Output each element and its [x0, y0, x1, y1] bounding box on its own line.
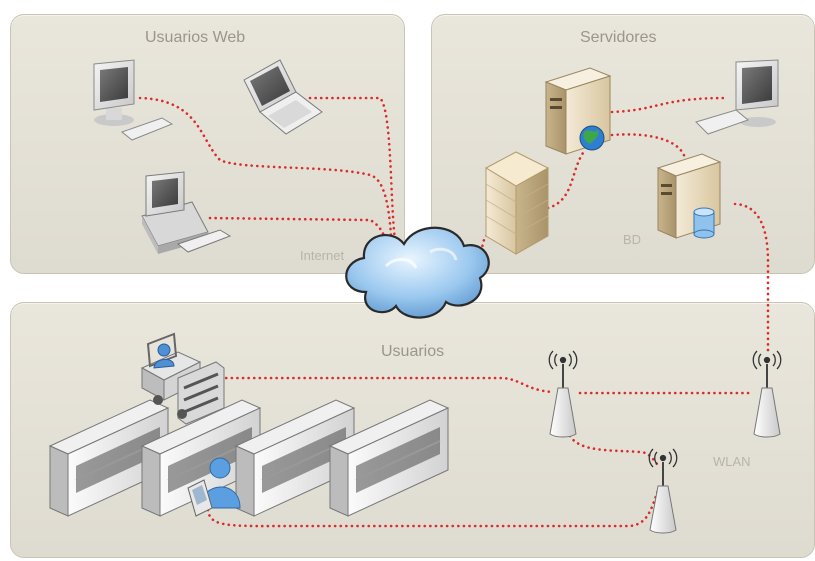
access-point-center: [648, 448, 678, 534]
link-webserver-db: [610, 133, 687, 160]
forklift: [140, 332, 225, 425]
link-forklift-ap-left: [213, 376, 554, 394]
database-label: BD: [623, 232, 642, 247]
shelf-unit-2: [140, 399, 262, 517]
access-point-left: [548, 350, 578, 438]
link-desktop1-internet: [138, 96, 394, 252]
internet-label: Internet: [300, 248, 345, 263]
wlan-label: WLAN: [713, 454, 751, 469]
worker-with-handheld: [187, 457, 241, 517]
web-users-title: Usuarios Web: [145, 29, 246, 46]
globe-icon: [579, 125, 605, 151]
firewall: [484, 151, 550, 255]
web-server: [544, 67, 612, 155]
link-laptop-internet: [308, 96, 397, 242]
wifi-icon: [648, 448, 678, 468]
desktop-computer-2: [141, 171, 232, 254]
shelf-unit-4: [328, 399, 450, 517]
link-webserver-admin: [610, 96, 728, 114]
link-db-ap-right: [733, 202, 770, 354]
internet-cloud: [345, 226, 490, 319]
admin-computer: [695, 59, 779, 135]
network-links: [138, 96, 770, 528]
desktop-computer-1: [93, 59, 174, 141]
wifi-icon: [752, 350, 782, 370]
link-desktop2-internet: [208, 216, 390, 250]
operator-icon: [153, 343, 175, 369]
warehouse-shelves: [48, 399, 450, 517]
laptop: [243, 59, 323, 135]
access-point-right: [752, 350, 782, 438]
wifi-icon: [548, 350, 578, 370]
handheld-device-icon: [187, 479, 213, 517]
servers-title: Servidores: [580, 29, 657, 46]
users-title: Usuarios: [381, 343, 445, 360]
database-server: [656, 153, 722, 239]
shelf-unit-3: [234, 399, 356, 517]
link-firewall-webserver: [546, 148, 587, 210]
database-icon: [693, 207, 715, 239]
link-ap-left-ap-center: [568, 434, 662, 470]
link-internet-firewall: [476, 230, 492, 264]
